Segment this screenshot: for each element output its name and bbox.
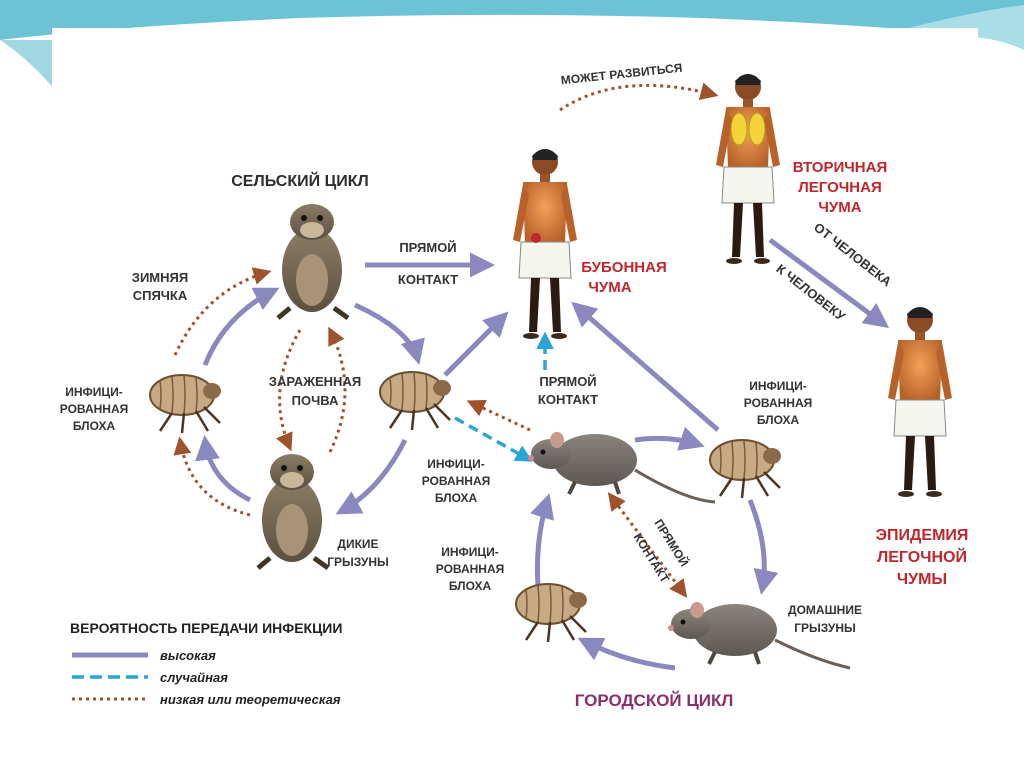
flea-right-label-c: БЛОХА bbox=[757, 413, 800, 427]
urban-cycle-title: ГОРОДСКОЙ ЦИКЛ bbox=[575, 691, 734, 710]
direct-contact-top-b: КОНТАКТ bbox=[398, 272, 458, 287]
teal-top-left-corner bbox=[0, 40, 55, 90]
secondary-label-b: ЛЕГОЧНАЯ bbox=[798, 179, 882, 196]
flea-left-label-c: БЛОХА bbox=[73, 419, 116, 433]
hibernation-label-b: СПЯЧКА bbox=[133, 288, 188, 303]
flea-bottom-label-c: БЛОХА bbox=[449, 579, 492, 593]
epidemic-label-c: ЧУМЫ bbox=[897, 571, 947, 588]
soil-label-a: ЗАРАЖЕННАЯ bbox=[269, 374, 361, 389]
legend-label-low: низкая или теоретическая bbox=[160, 692, 341, 707]
legend-title: ВЕРОЯТНОСТЬ ПЕРЕДАЧИ ИНФЕКЦИИ bbox=[70, 620, 342, 636]
flea-bottom-label-b: РОВАННАЯ bbox=[436, 562, 505, 576]
direct-contact-top-a: ПРЯМОЙ bbox=[399, 240, 456, 255]
direct-contact-mid-a: ПРЯМОЙ bbox=[539, 374, 596, 389]
flea-mid-label-b: РОВАННАЯ bbox=[422, 474, 491, 488]
wild-rodents-label-b: ГРЫЗУНЫ bbox=[327, 555, 389, 569]
bubonic-label-a: БУБОННАЯ bbox=[581, 259, 666, 276]
bubonic-label-b: ЧУМА bbox=[588, 279, 631, 296]
flea-left-label-a: ИНФИЦИ- bbox=[65, 385, 123, 399]
hibernation-label-a: ЗИМНЯЯ bbox=[132, 270, 188, 285]
secondary-label-c: ЧУМА bbox=[818, 199, 861, 216]
epidemic-label-a: ЭПИДЕМИЯ bbox=[876, 527, 969, 544]
domestic-rodents-label-b: ГРЫЗУНЫ bbox=[794, 621, 856, 635]
wild-rodents-label-a: ДИКИЕ bbox=[337, 537, 378, 551]
rural-cycle-title: СЕЛЬСКИЙ ЦИКЛ bbox=[231, 171, 369, 190]
direct-contact-mid-b: КОНТАКТ bbox=[538, 392, 598, 407]
flea-mid-label-a: ИНФИЦИ- bbox=[427, 457, 485, 471]
flea-mid-label-c: БЛОХА bbox=[435, 491, 478, 505]
flea-right-label-b: РОВАННАЯ bbox=[744, 396, 813, 410]
domestic-rodents-label-a: ДОМАШНИЕ bbox=[788, 603, 862, 617]
legend-label-high: высокая bbox=[160, 648, 216, 663]
flea-bottom-label-a: ИНФИЦИ- bbox=[441, 545, 499, 559]
epidemic-label-b: ЛЕГОЧНОЙ bbox=[877, 547, 967, 566]
secondary-label-a: ВТОРИЧНАЯ bbox=[793, 159, 888, 176]
legend-label-random: случайная bbox=[160, 670, 228, 685]
soil-label-b: ПОЧВА bbox=[292, 393, 339, 408]
flea-left-label-b: РОВАННАЯ bbox=[60, 402, 129, 416]
flea-right-label-a: ИНФИЦИ- bbox=[749, 379, 807, 393]
